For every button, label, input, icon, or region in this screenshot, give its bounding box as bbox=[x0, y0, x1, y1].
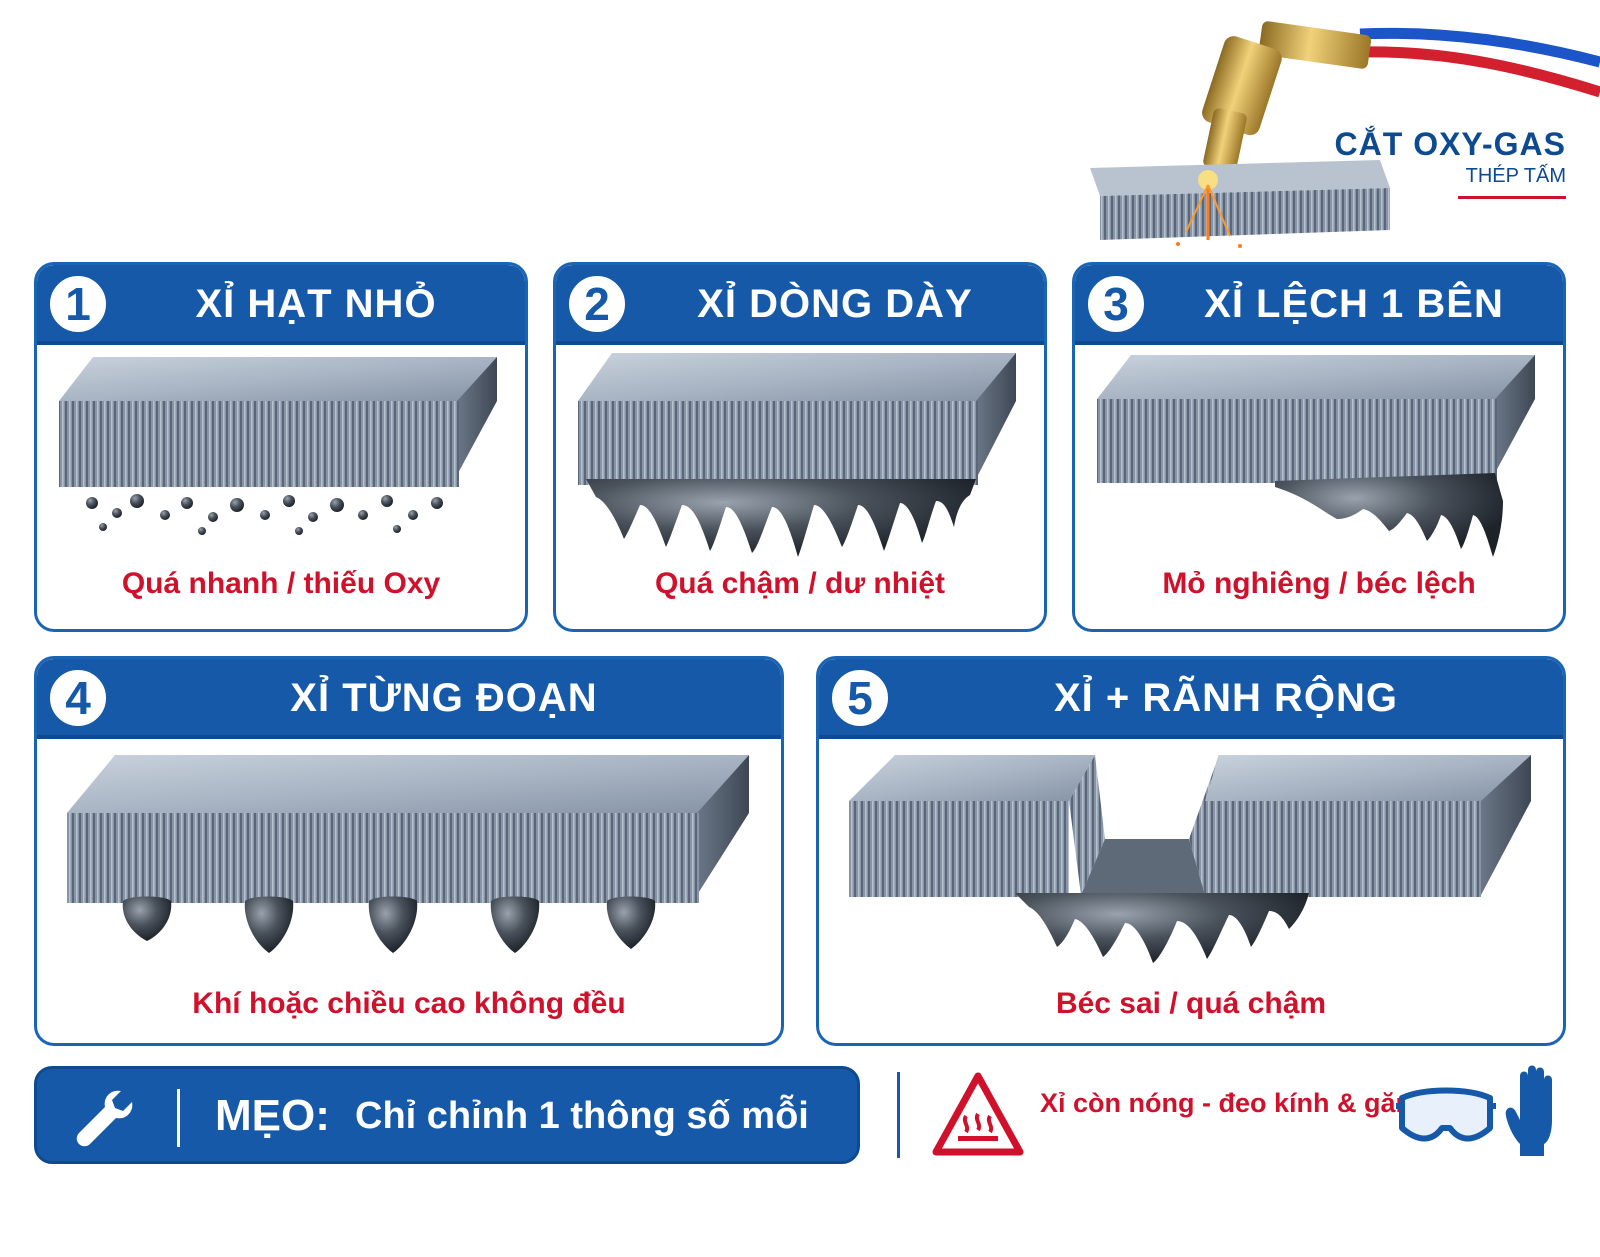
card-1-title: XỈ HẠT NHỎ bbox=[195, 282, 437, 326]
card-5-caption: Béc sai / quá chậm bbox=[1055, 987, 1327, 1020]
card-4-title: XỈ TỪNG ĐOẠN bbox=[290, 676, 598, 720]
tip-label: MẸO: bbox=[215, 1091, 330, 1140]
card-5: 5 XỈ + RÃNH RỘNG Béc sai / quá chậm bbox=[816, 656, 1566, 1046]
blue-hose bbox=[1359, 27, 1600, 68]
card-3-caption: Mỏ nghiêng / béc lệch bbox=[1162, 567, 1476, 600]
brand-block: CẮT OXY-GAS THÉP TẤM bbox=[1335, 126, 1566, 199]
card-2: 2 XỈ DÒNG DÀY Quá chậm / dư nhiệt bbox=[553, 262, 1047, 632]
card-3-header bbox=[1075, 265, 1563, 345]
card-2-caption: Quá chậm / dư nhiệt bbox=[654, 567, 946, 600]
card-5-number: 5 bbox=[827, 665, 893, 731]
card-1-caption: Quá nhanh / thiếu Oxy bbox=[121, 567, 441, 600]
red-hose bbox=[1359, 46, 1600, 98]
card-4-header bbox=[37, 659, 781, 739]
thick-slag-drips bbox=[586, 479, 976, 557]
hot-surface-warning-icon bbox=[932, 1072, 1024, 1156]
cutting-sparks bbox=[1176, 170, 1242, 248]
brand-title: CẮT OXY-GAS bbox=[1334, 126, 1566, 162]
one-sided-slag bbox=[1275, 473, 1503, 557]
glove-icon bbox=[1505, 1065, 1552, 1156]
card-2-illustration bbox=[578, 353, 1016, 557]
tip-separator bbox=[177, 1089, 180, 1147]
safety-goggles-icon bbox=[1396, 1087, 1496, 1142]
card-3: 3 XỈ LỆCH 1 BÊN Mỏ nghiêng / béc lệch bbox=[1072, 262, 1566, 632]
card-2-title: XỈ DÒNG DÀY bbox=[697, 282, 973, 326]
card-2-number: 2 bbox=[564, 271, 630, 337]
card-4: 4 XỈ TỪNG ĐOẠN Khí hoặc chiều cao không … bbox=[34, 656, 784, 1046]
card-5-title: XỈ + RÃNH RỘNG bbox=[1053, 676, 1399, 720]
card-3-illustration bbox=[1097, 355, 1535, 557]
wrench-icon bbox=[76, 1090, 133, 1147]
tip-banner: MẸO: Chỉ chỉnh 1 thông số mỗi lần bbox=[34, 1066, 860, 1231]
card-5-header bbox=[819, 659, 1563, 739]
brand-subtitle: THÉP TẤM bbox=[1465, 165, 1566, 187]
card-4-caption: Khí hoặc chiều cao không đều bbox=[192, 987, 626, 1020]
card-3-title: XỈ LỆCH 1 BÊN bbox=[1204, 282, 1504, 326]
card-3-number: 3 bbox=[1083, 271, 1149, 337]
card-4-illustration bbox=[67, 755, 749, 953]
card-1: 1 XỈ HẠT NHỎ Quá nhanh / thiếu Oxy bbox=[34, 262, 528, 632]
cut-plate bbox=[1090, 160, 1390, 240]
brand-underline bbox=[1458, 196, 1566, 199]
small-slag-beads bbox=[86, 494, 443, 535]
card-1-number: 1 bbox=[45, 271, 111, 337]
card-1-illustration bbox=[59, 357, 497, 535]
torch-illustration bbox=[1090, 21, 1600, 248]
card-5-illustration bbox=[849, 755, 1531, 963]
wide-kerf-slag bbox=[1015, 893, 1309, 963]
card-2-header bbox=[556, 265, 1044, 345]
segmented-slag bbox=[122, 896, 656, 953]
card-4-number: 4 bbox=[45, 665, 111, 731]
tip-text: Chỉ chỉnh 1 thông số mỗi lần bbox=[355, 1095, 809, 1231]
footer-divider bbox=[897, 1072, 900, 1158]
card-1-header bbox=[37, 265, 525, 345]
